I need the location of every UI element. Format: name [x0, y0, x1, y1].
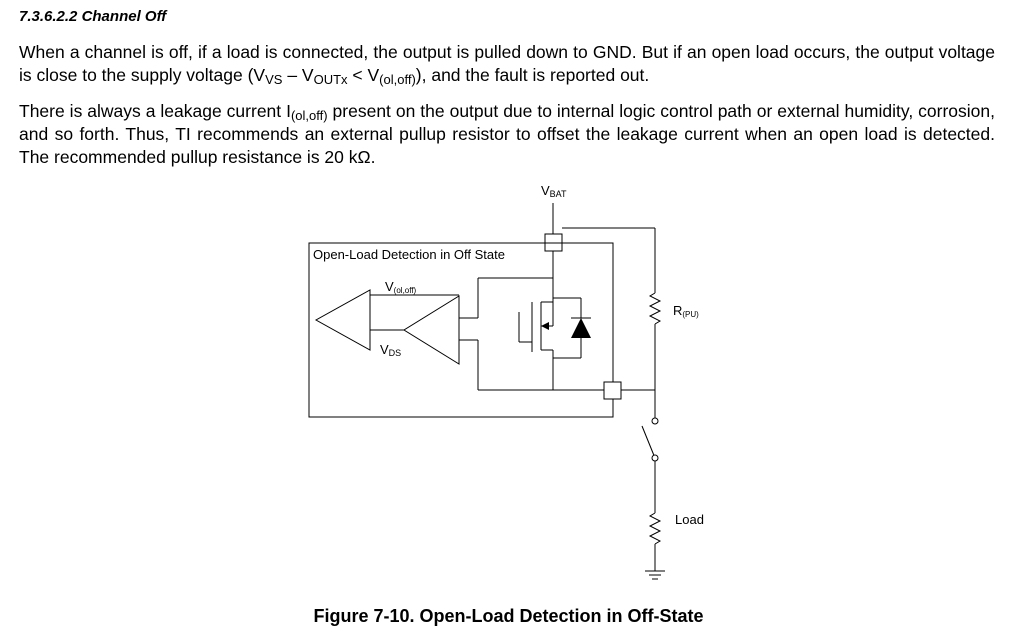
- para2-text-b: present on the output due to internal lo…: [19, 101, 995, 167]
- pullup-resistor: [648, 292, 662, 325]
- section-title: Channel Off: [81, 8, 167, 25]
- para1-text-a: When a channel is off, if a load is conn…: [19, 42, 995, 85]
- switch-contact-top: [651, 417, 659, 425]
- ic-box: [308, 242, 614, 418]
- para1-text-b: – V: [282, 65, 314, 85]
- para2-sub-ioloff: (ol,off): [290, 108, 328, 123]
- para1-sub-vs: VS: [265, 72, 283, 87]
- vbat-label: VBAT: [541, 183, 567, 199]
- load-resistor: [648, 512, 662, 545]
- diode-triangle: [571, 318, 591, 338]
- out-pin: [603, 381, 622, 400]
- para1-sub-oloff: (ol,off): [379, 72, 416, 87]
- box-title: Open-Load Detection in Off State: [313, 247, 505, 262]
- vds-label: VDS: [380, 342, 401, 358]
- comparator-output: [314, 289, 371, 351]
- load-label: Load: [675, 512, 704, 527]
- comparator-second: [403, 295, 460, 365]
- section-heading: 7.3.6.2.2 Channel Off: [19, 8, 166, 25]
- vol-label: V(ol,off): [385, 279, 417, 295]
- para1-sub-voutx: OUTx: [313, 72, 348, 87]
- figure-caption: Figure 7-10. Open-Load Detection in Off-…: [313, 606, 704, 626]
- para2-text-a: There is always a leakage current I: [19, 101, 291, 121]
- para1-text-c: < V: [347, 65, 380, 85]
- section-number: 7.3.6.2.2: [19, 8, 78, 25]
- paragraph-channel-off: When a channel is off, if a load is conn…: [19, 41, 995, 87]
- paragraph-leakage: There is always a leakage current I(ol,o…: [19, 100, 995, 169]
- switch-blade: [641, 425, 656, 459]
- rpu-label: R(PU): [673, 303, 699, 319]
- switch-contact-bottom: [651, 454, 659, 462]
- para1-text-d: ), and the fault is reported out.: [415, 65, 650, 85]
